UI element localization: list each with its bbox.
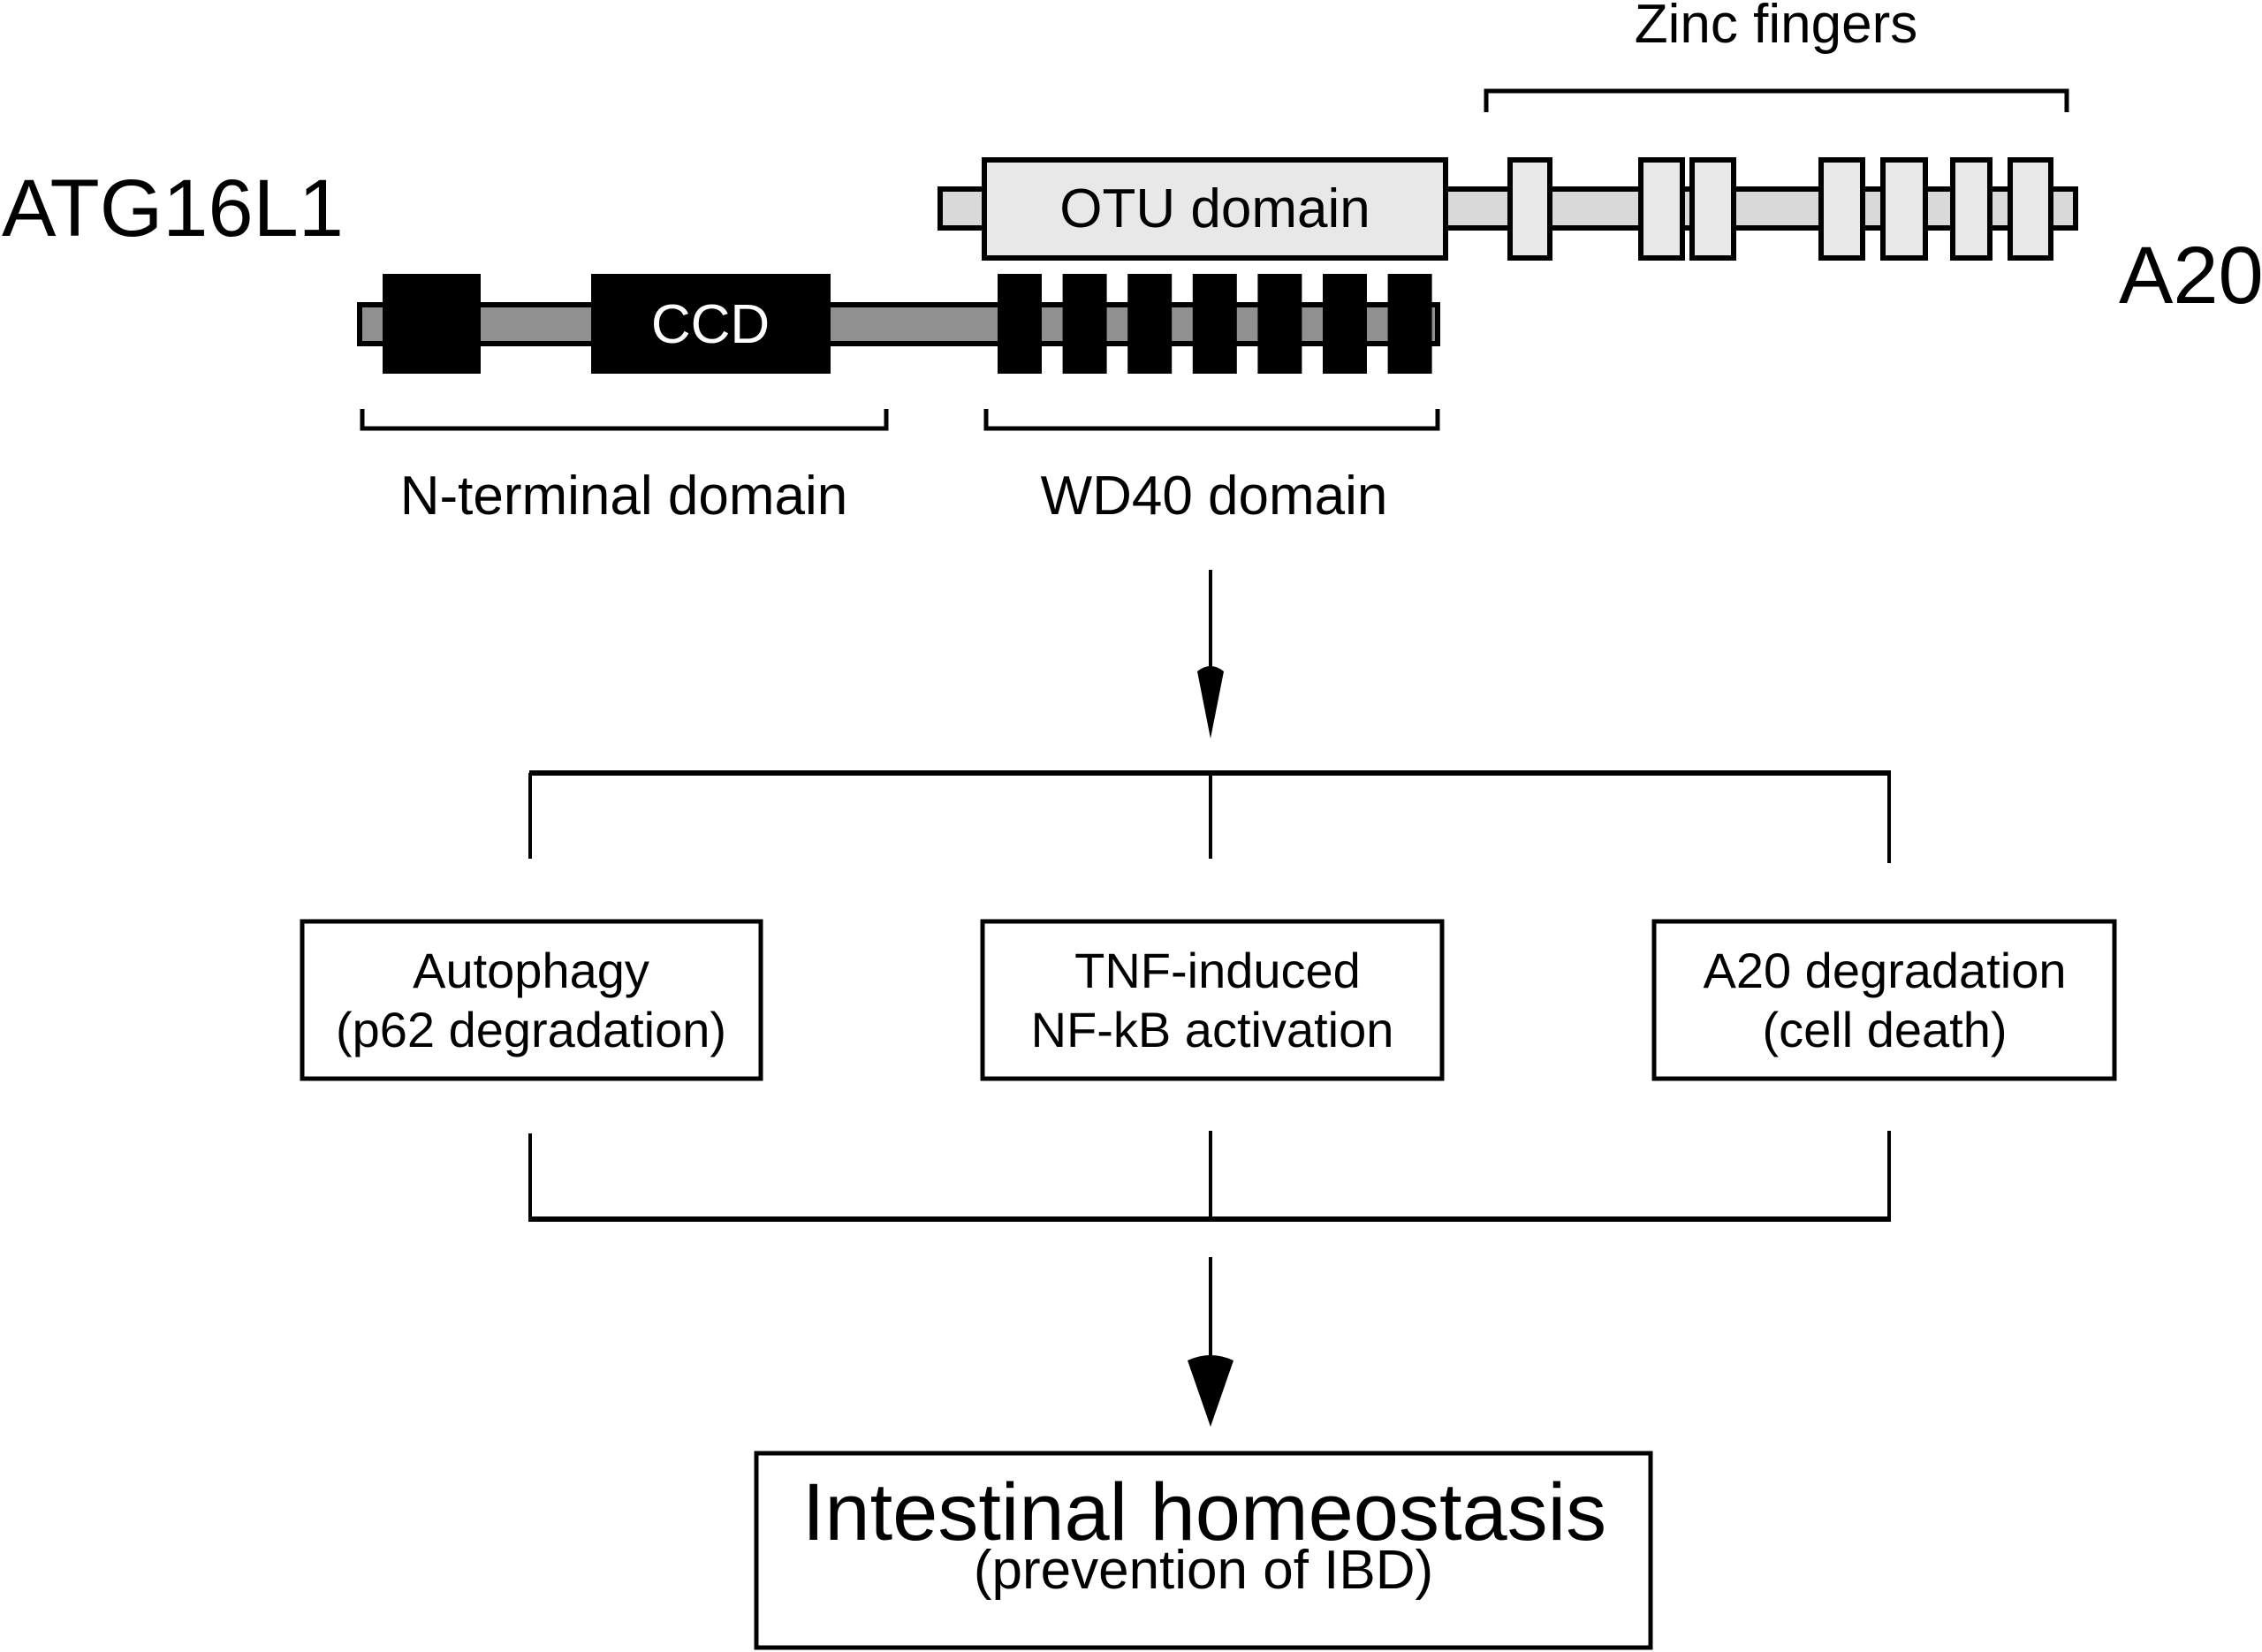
zinc-finger-group [1507, 157, 2053, 261]
atg16l1-protein: CCD [357, 274, 1440, 374]
wd40-blade [1257, 274, 1302, 374]
ccd-label: CCD [651, 294, 770, 355]
outcome-box-a20-degradation: A20 degradation (cell death) [1651, 919, 2117, 1081]
zinc-finger [1638, 157, 1685, 261]
wd40-label: WD40 domain [1041, 466, 1388, 527]
outcome-box-nfkb: TNF-induced NF-kB activation [980, 919, 1445, 1081]
otu-domain-box [982, 157, 1448, 261]
branch-bracket-top [528, 770, 1891, 863]
zinc-finger [1950, 157, 1993, 261]
wd40-blade [1387, 274, 1432, 374]
outcome-line2: (p62 degradation) [336, 1002, 726, 1057]
wd40-bracket [983, 409, 1440, 431]
atg16l1-label: ATG16L1 [2, 163, 344, 254]
merge-bracket-bottom [528, 1131, 1891, 1222]
result-box: Intestinal homeostasis (prevention of IB… [754, 1451, 1653, 1650]
zinc-finger [2008, 157, 2053, 261]
wd40-blade [998, 274, 1042, 374]
n-terminal-bracket [360, 409, 889, 431]
wd40-blade [1062, 274, 1107, 374]
wd40-blade-group [998, 274, 1432, 374]
outcome-box-autophagy: Autophagy (p62 degradation) [300, 919, 763, 1081]
zinc-finger [1507, 157, 1552, 261]
a20-protein: OTU domain [937, 157, 2078, 261]
outcome-line1: Autophagy [413, 943, 649, 998]
n-terminal-block [383, 274, 481, 374]
outcome-line1: TNF-induced [1074, 943, 1361, 998]
zinc-finger [1818, 157, 1865, 261]
otu-domain-label: OTU domain [1059, 178, 1370, 239]
zinc-finger [1689, 157, 1736, 261]
n-terminal-label: N-terminal domain [400, 466, 848, 527]
zinc-fingers-bracket [1484, 88, 2069, 112]
ccd-domain-box [591, 274, 831, 374]
wd40-blade [1323, 274, 1367, 374]
zinc-fingers-label: Zinc fingers [1635, 0, 1917, 55]
result-subtitle: (prevention of IBD) [974, 1540, 1433, 1601]
result-title: Intestinal homeostasis [802, 1467, 1606, 1557]
wd40-blade [1127, 274, 1173, 374]
outcome-line2: (cell death) [1762, 1002, 2007, 1057]
outcome-line2: NF-kB activation [1031, 1002, 1394, 1057]
wd40-blade [1192, 274, 1237, 374]
outcome-line1: A20 degradation [1703, 943, 2066, 998]
zinc-finger [1880, 157, 1928, 261]
a20-label: A20 [2119, 231, 2262, 321]
arrow-down-icon [1197, 570, 1224, 739]
arrow-down-icon [1188, 1257, 1233, 1427]
